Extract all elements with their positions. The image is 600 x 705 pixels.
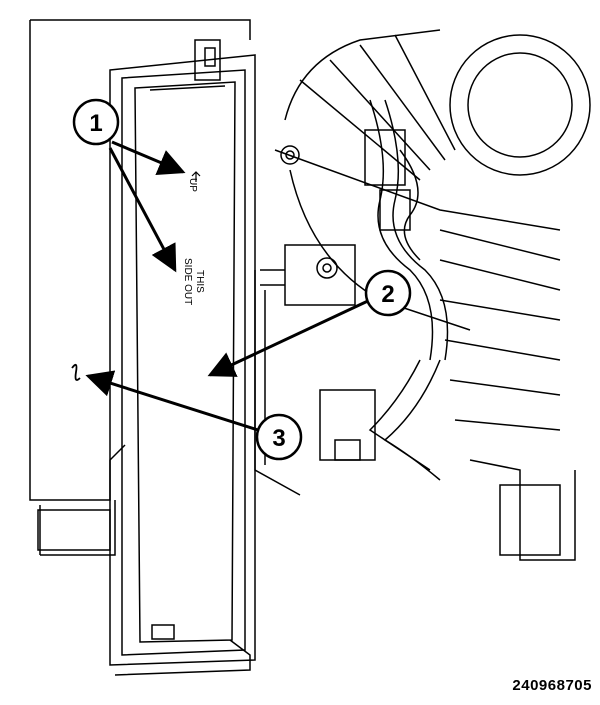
callout-2: 2 (364, 269, 412, 317)
airflow-symbol-icon (71, 363, 81, 381)
cabin-air-filter (121, 69, 246, 656)
filter-markings: UP THIS SIDE OUT (182, 171, 205, 305)
callout-3: 3 (255, 413, 303, 461)
leader-2 (207, 298, 371, 377)
callout-1: 1 (72, 98, 120, 146)
leader-1a (111, 140, 186, 175)
this-marking: THIS (194, 270, 205, 293)
up-marking: UP (187, 178, 198, 192)
leader-3 (85, 370, 259, 432)
leader-1b (108, 147, 177, 273)
wiring-harness (364, 99, 449, 481)
side-out-marking: SIDE OUT (182, 258, 193, 305)
leader-lines (85, 140, 371, 432)
callout-number: 2 (381, 281, 394, 308)
filter-access-frame (109, 39, 256, 676)
hvac-housing (29, 19, 251, 556)
callout-number: 1 (89, 110, 102, 137)
up-arrow-icon (191, 171, 201, 182)
blower-motor-assembly (274, 29, 591, 561)
figure-id: 240968705 (512, 677, 592, 694)
callout-number: 3 (272, 425, 285, 452)
